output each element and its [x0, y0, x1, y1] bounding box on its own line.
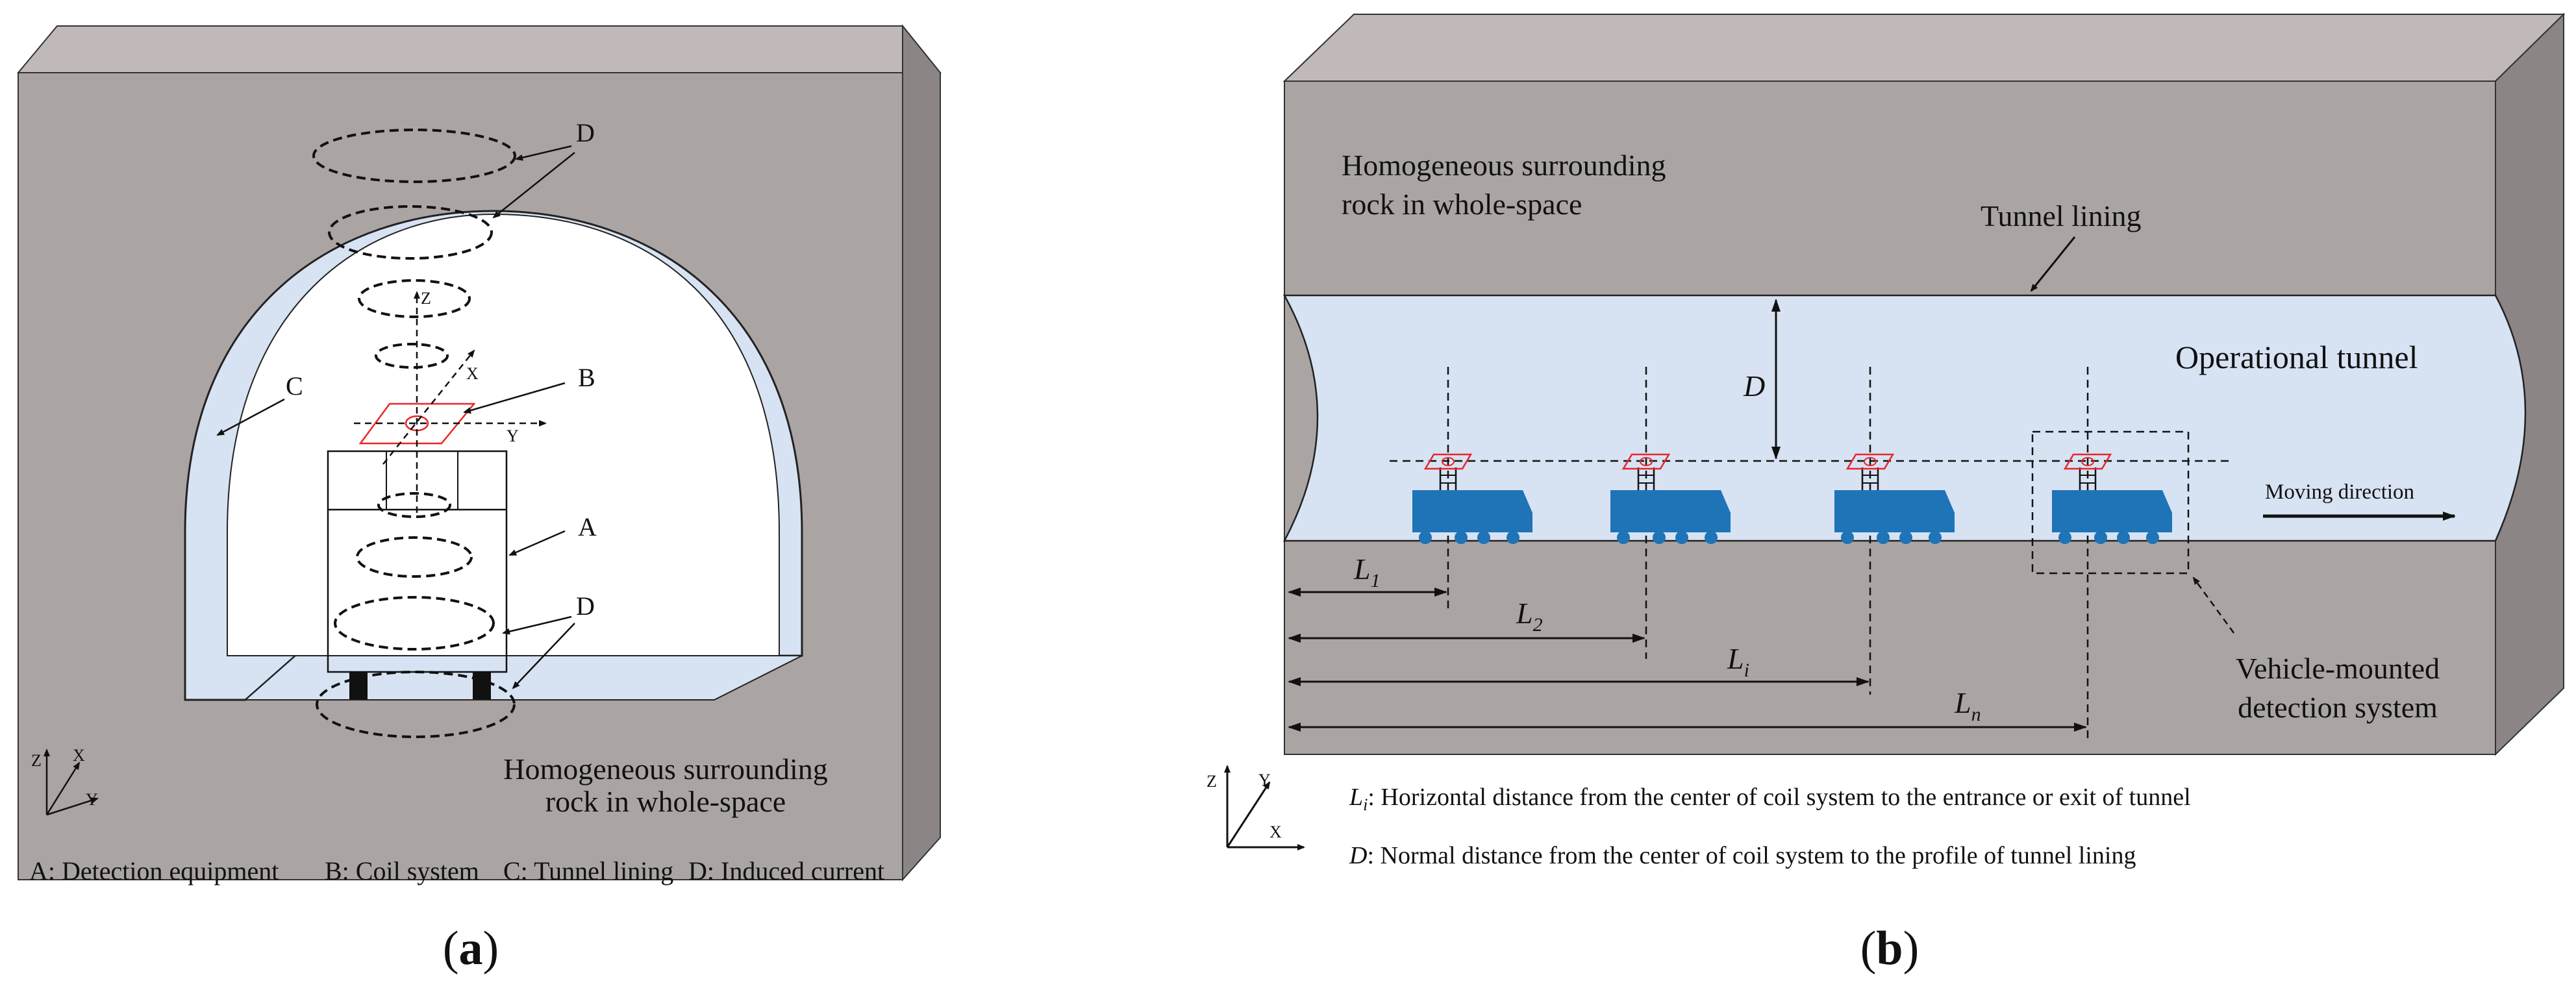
- label-Li: Li: [1727, 642, 1749, 681]
- moving-direction-label: Moving direction: [2265, 480, 2414, 504]
- vehicle-system-label-line1: Vehicle-mounted: [2236, 652, 2440, 685]
- corner-axis-z: Z: [31, 751, 42, 770]
- rock-text-b-line2: rock in whole-space: [1342, 188, 1582, 221]
- induced-current-loop: [334, 596, 495, 651]
- rock-text-a-line1: Homogeneous surrounding: [503, 752, 828, 786]
- induced-current-loop: [328, 205, 493, 260]
- caption-b: (b): [1860, 922, 1919, 975]
- induced-current-loop: [375, 343, 449, 369]
- vehicle-2: [1610, 453, 1731, 544]
- induced-current-loop: [356, 536, 473, 578]
- panel-b: D: [1207, 12, 2566, 975]
- caption-a: (a): [443, 922, 499, 975]
- label-A: A: [578, 512, 597, 541]
- definition-D: D: Normal distance from the center of co…: [1349, 842, 2136, 869]
- rock-block-top-b: [1282, 14, 2566, 82]
- axis-y-label: Y: [506, 427, 519, 445]
- label-L2: L2: [1516, 597, 1543, 636]
- corner-axes-b: [1224, 765, 1305, 850]
- tunnel-lining-label: Tunnel lining: [1981, 199, 2142, 232]
- legend-A: A: Detection equipment: [29, 856, 279, 886]
- legend-D: D: Induced current: [688, 856, 884, 886]
- vehicle-system-label-line2: detection system: [2238, 691, 2438, 724]
- rock-text-a-line2: rock in whole-space: [545, 785, 786, 818]
- vehicle-4: [2052, 453, 2172, 544]
- vehicle-3: [1834, 453, 1955, 544]
- label-Ln: Ln: [1954, 686, 1981, 725]
- corner-axis-y: Y: [86, 790, 98, 809]
- rock-text-b-line1: Homogeneous surrounding: [1342, 149, 1666, 182]
- rock-block-top-a: [16, 25, 942, 73]
- vehicle-1: [1412, 453, 1532, 544]
- induced-current-loop: [312, 129, 516, 183]
- label-L1: L1: [1353, 552, 1381, 591]
- rock-block-side-a: [902, 24, 941, 882]
- axis-z-label: Z: [421, 289, 431, 308]
- label-D-bottom: D: [576, 591, 595, 621]
- operational-tunnel-label: Operational tunnel: [2175, 339, 2418, 375]
- axis-x-label: X: [466, 364, 479, 383]
- label-B: B: [578, 363, 595, 392]
- corner-axis-x: X: [73, 746, 85, 765]
- corner-axis-z-b: Z: [1207, 772, 1217, 791]
- corner-axes-a: [44, 749, 99, 816]
- corner-axis-x-b: X: [1269, 823, 1282, 841]
- panel-a: Z X Y D B C A D Homogeneous surrounding …: [16, 24, 942, 975]
- corner-axis-y-b: Y: [1258, 771, 1271, 789]
- vehicle-system-box: [2031, 430, 2190, 575]
- label-C: C: [286, 371, 303, 401]
- induced-current-loop: [358, 279, 471, 318]
- definition-Li: Li: Horizontal distance from the center …: [1349, 784, 2191, 814]
- legend-C: C: Tunnel lining: [503, 856, 673, 886]
- legend-B: B: Coil system: [325, 856, 479, 886]
- label-D-dimension: D: [1743, 369, 1765, 403]
- induced-current-loop: [377, 492, 451, 518]
- operational-tunnel-band: [1282, 294, 2527, 542]
- label-D-top: D: [576, 118, 595, 147]
